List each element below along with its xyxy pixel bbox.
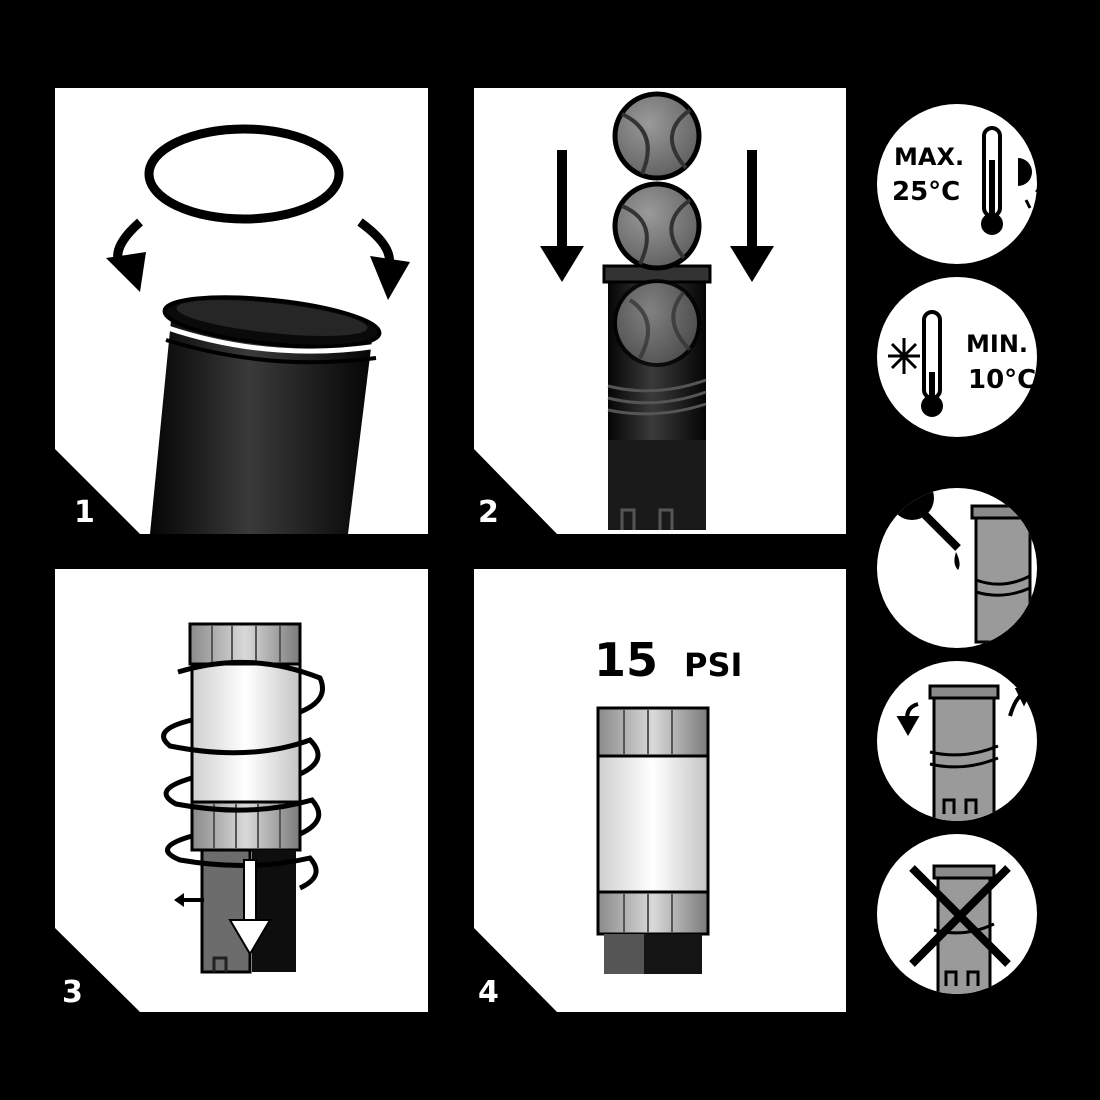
tube-icon [150,295,382,534]
snowflake-icon [888,338,920,374]
step-number: 3 [62,975,83,1010]
step-4-panel: 15 PSI 4 [474,569,846,1012]
min-temperature-badge: MIN. 10°C [877,277,1037,437]
cross-icon [909,865,1011,967]
min-label: MIN. [966,330,1028,358]
lubricate-badge [877,488,1037,648]
prohibited-badge [877,834,1037,994]
max-label: MAX. [894,143,964,171]
step-2-panel: 2 [474,88,846,534]
down-arrow-icon [540,150,584,282]
down-arrow-icon [730,150,774,282]
tennis-ball-icon [612,181,702,271]
step-1-panel: 1 [55,88,428,534]
twist-arrows-icon [896,688,1034,737]
tennis-ball-icon [612,91,702,181]
step-number: 1 [74,495,95,530]
twist-badge [877,661,1037,821]
thermometer-icon [921,310,943,417]
step-3-panel: 3 [55,569,428,1012]
step-number: 4 [478,975,499,1010]
sun-icon [1018,133,1048,209]
max-temperature-badge: MAX. 25°C [877,104,1048,264]
thermometer-icon [981,126,1003,235]
curved-arrow-icon [357,218,410,300]
down-arrow-icon [228,859,272,956]
left-arrow-icon [174,893,204,907]
tennis-ball-icon [613,279,701,367]
min-temp: 10°C [968,365,1036,395]
tube-icon [596,706,710,974]
step-number: 2 [478,495,499,530]
curved-arrow-icon [106,218,146,292]
tube-icon [188,622,302,974]
halo-ring-icon [144,124,344,224]
max-temp: 25°C [892,177,960,207]
pressure-value: 15 PSI [594,633,742,687]
